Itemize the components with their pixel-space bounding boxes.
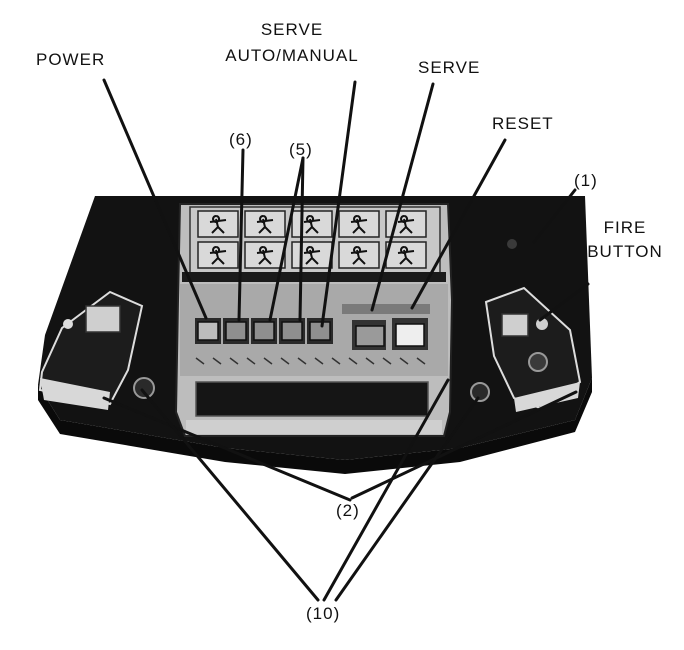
leader-callout-1 <box>532 188 577 244</box>
leader-serve-auto <box>320 80 357 328</box>
label-callout-10: (10) <box>306 604 341 623</box>
game-icon-tiles <box>197 210 427 269</box>
squash-icon <box>338 241 380 269</box>
left-fire-button[interactable] <box>63 319 73 329</box>
leader-serve <box>370 82 435 312</box>
label-power: POWER <box>36 50 106 69</box>
power-button[interactable] <box>197 321 219 341</box>
indicator-block <box>342 304 430 314</box>
right-jack <box>470 382 490 402</box>
shooting-icon <box>385 210 427 238</box>
label-serve-auto-manual: SERVE AUTO/MANUAL <box>225 20 359 65</box>
label-callout-5: (5) <box>289 140 313 159</box>
right-controller-knob[interactable] <box>501 313 529 337</box>
leader-2a <box>102 396 352 502</box>
leader-5a <box>268 156 305 322</box>
label-serve: SERVE <box>418 58 481 77</box>
legend-mark <box>212 357 222 365</box>
handball-icon <box>291 241 333 269</box>
game-select-button[interactable] <box>253 321 275 341</box>
leader-lines <box>102 78 590 602</box>
legend-mark <box>331 357 341 365</box>
serve-button[interactable] <box>355 325 385 347</box>
panel-legend-marks <box>195 357 426 365</box>
right-controller-side <box>514 382 580 412</box>
rifle-icon <box>385 241 427 269</box>
race-car-icon <box>244 210 286 238</box>
soccer-icon <box>338 210 380 238</box>
cartridge-slot <box>195 381 429 417</box>
left-controller-side <box>40 378 110 410</box>
left-controller-knob[interactable] <box>85 305 121 333</box>
hockey-icon <box>291 210 333 238</box>
tennis-icon <box>244 241 286 269</box>
leader-10a <box>140 388 320 602</box>
game-select-button[interactable] <box>225 321 247 341</box>
legend-mark <box>348 357 358 365</box>
legend-mark <box>297 357 307 365</box>
left-paddle-dial[interactable] <box>133 377 155 399</box>
basketball-icon <box>197 241 239 269</box>
label-reset: RESET <box>492 114 554 133</box>
label-callout-6: (6) <box>229 130 253 149</box>
panel-divider <box>182 272 446 282</box>
legend-mark <box>365 357 375 365</box>
legend-mark <box>314 357 324 365</box>
right-paddle-dial[interactable] <box>528 352 548 372</box>
leader-10b <box>322 378 450 602</box>
leader-power <box>102 78 208 320</box>
legend-mark <box>195 357 205 365</box>
label-fire-button: FIRE BUTTON <box>587 218 663 261</box>
leader-2b <box>350 390 578 500</box>
legend-mark <box>246 357 256 365</box>
game-select-buttons <box>195 318 333 344</box>
leader-10c <box>334 396 480 602</box>
power-indicator <box>507 239 517 249</box>
serve-auto-manual-button[interactable] <box>309 321 331 341</box>
leader-6 <box>237 148 245 322</box>
game-select-button[interactable] <box>281 321 303 341</box>
skier-icon <box>197 210 239 238</box>
reset-button[interactable] <box>395 323 425 347</box>
panel-front-lip <box>186 420 442 434</box>
legend-mark <box>416 357 426 365</box>
legend-mark <box>399 357 409 365</box>
leader-reset <box>410 138 507 310</box>
legend-mark <box>229 357 239 365</box>
legend-mark <box>280 357 290 365</box>
legend-mark <box>263 357 273 365</box>
leader-5b <box>298 156 305 322</box>
legend-mark <box>382 357 392 365</box>
label-callout-1: (1) <box>574 171 598 190</box>
label-callout-2: (2) <box>336 501 360 520</box>
leader-fire <box>538 282 590 322</box>
